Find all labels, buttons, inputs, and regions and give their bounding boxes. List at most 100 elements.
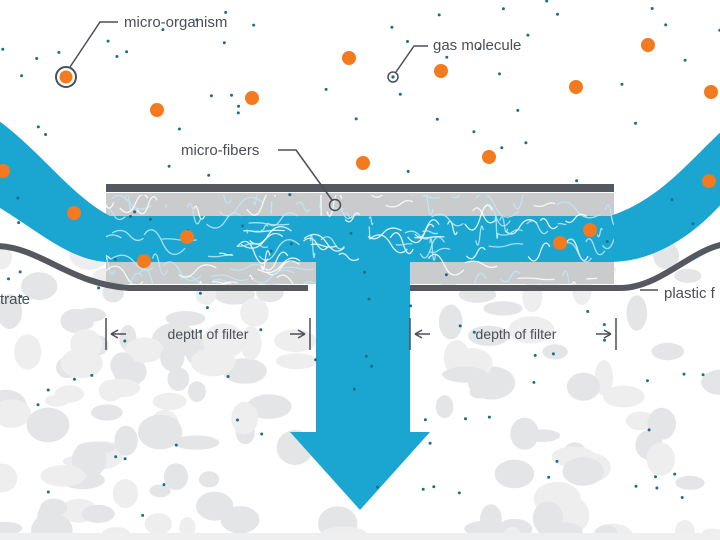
- gas-molecule-dot: [464, 417, 467, 421]
- flow-band-left: [0, 121, 110, 262]
- substrate-blob: [646, 442, 675, 476]
- micro-fiber: [246, 229, 249, 234]
- gas-molecule-dot: [551, 352, 555, 356]
- substrate-blob: [21, 272, 58, 301]
- gas-molecule-dot: [437, 13, 441, 17]
- micro-fiber: [488, 242, 524, 248]
- micro-fiber: [106, 234, 122, 239]
- micro-organism-dot: [583, 223, 597, 237]
- gas-molecule-dot: [406, 40, 409, 43]
- substrate-blob: [469, 386, 489, 399]
- micro-fiber: [187, 202, 202, 225]
- micro-organism-dot: [704, 85, 718, 99]
- gas-molecule-dot: [458, 324, 462, 328]
- gas-molecule-dot: [390, 25, 394, 29]
- micro-organism-dot: [137, 254, 151, 268]
- micro-fiber: [260, 250, 271, 271]
- substrate-blob: [626, 295, 648, 331]
- plastic-frame-right: [410, 242, 720, 291]
- gas-molecule-dot: [36, 403, 40, 407]
- substrate-blob: [152, 392, 187, 410]
- micro-fiber: [193, 205, 206, 220]
- micro-organism-dot: [245, 91, 259, 105]
- micro-fiber: [270, 200, 273, 215]
- substrate-blob: [651, 342, 685, 361]
- micro-fiber: [222, 195, 233, 204]
- micro-organism-dot: [67, 206, 81, 220]
- gas-molecule-dot: [670, 198, 674, 202]
- micro-fiber: [106, 206, 126, 221]
- plastic-label: plastic f: [664, 285, 716, 302]
- gas-molecule-dot: [575, 179, 579, 183]
- micro-organism-dot: [180, 230, 194, 244]
- micro-organism-dot: [641, 38, 655, 52]
- substrate-blob: [167, 367, 190, 391]
- substrate-blob: [198, 471, 220, 488]
- gas-molecule-dot: [241, 224, 245, 228]
- substrate-blob: [246, 394, 292, 419]
- gas-molecule-dot: [7, 277, 10, 281]
- micro-fiber: [368, 234, 408, 254]
- micro-fiber: [564, 238, 589, 262]
- micro-fiber: [527, 242, 551, 262]
- gas-molecule-dot: [20, 74, 24, 78]
- substrate-blob: [442, 366, 488, 383]
- gas-molecule-dot: [46, 490, 50, 494]
- gas-molecule-dot: [432, 485, 436, 489]
- gas-molecule-dot: [682, 372, 686, 376]
- substrate-blob: [508, 316, 555, 344]
- gas-molecule-dot: [646, 379, 649, 383]
- micro-fiber: [404, 230, 431, 240]
- micro-fiber: [571, 281, 577, 284]
- gas-molecule-dot: [72, 377, 76, 381]
- gas-molecule-dot: [701, 373, 705, 377]
- micro-fiber: [367, 227, 403, 240]
- substrate-blob: [62, 316, 94, 331]
- micro-fiber: [119, 195, 149, 214]
- gas-molecule-dot: [376, 485, 379, 489]
- gas-molecule-dot: [19, 295, 23, 298]
- micro-fiber: [428, 247, 451, 254]
- substrate-blob: [275, 353, 318, 370]
- micro-fiber: [258, 239, 300, 261]
- gas-molecule-dot: [44, 133, 48, 136]
- substrate-blob: [101, 378, 141, 398]
- micro-fiber: [389, 232, 414, 255]
- substrate-blob: [179, 517, 196, 538]
- depth-dimension-right: depth of filter: [409, 318, 617, 350]
- gas-molecule-dot: [354, 117, 358, 121]
- gas-molecule-dot: [198, 291, 202, 295]
- substrate-blob: [0, 244, 13, 270]
- micro-fiber: [303, 233, 345, 252]
- micro-fibers-leader-line: [278, 149, 333, 201]
- micro-fibers-callout-ring: [328, 198, 342, 212]
- gas-molecule-dot: [97, 286, 101, 290]
- gas-molecule-dot: [195, 18, 199, 22]
- gas-molecule-dot: [487, 415, 491, 419]
- bottom-strip: [0, 533, 720, 540]
- micro-fiber: [483, 203, 511, 227]
- micro-fiber: [533, 202, 556, 208]
- micro-organism-dot: [356, 156, 370, 170]
- micro-fiber: [395, 243, 413, 246]
- substrate-blob: [125, 337, 164, 363]
- gas-molecule-dot: [586, 310, 590, 313]
- gas-molecule-dot: [457, 491, 461, 495]
- gas-molecule-dot: [113, 257, 117, 261]
- gas-molecule-dot: [314, 358, 318, 362]
- micro-fiber: [472, 207, 498, 224]
- substrate-blob: [479, 504, 502, 535]
- depth-left-label: depth of filter: [168, 326, 249, 342]
- micro-fiber: [162, 261, 202, 282]
- micro-fiber: [143, 229, 186, 255]
- substrate-blob: [196, 491, 234, 521]
- micro-fiber: [465, 246, 486, 260]
- gas-molecule-dot: [236, 418, 239, 422]
- micro-fiber: [431, 213, 464, 227]
- micro-fiber: [309, 235, 316, 259]
- substrate-blob: [0, 521, 23, 535]
- gas-molecule-dot: [526, 33, 530, 37]
- substrate-blob: [144, 513, 172, 535]
- substrate-blob: [510, 417, 539, 450]
